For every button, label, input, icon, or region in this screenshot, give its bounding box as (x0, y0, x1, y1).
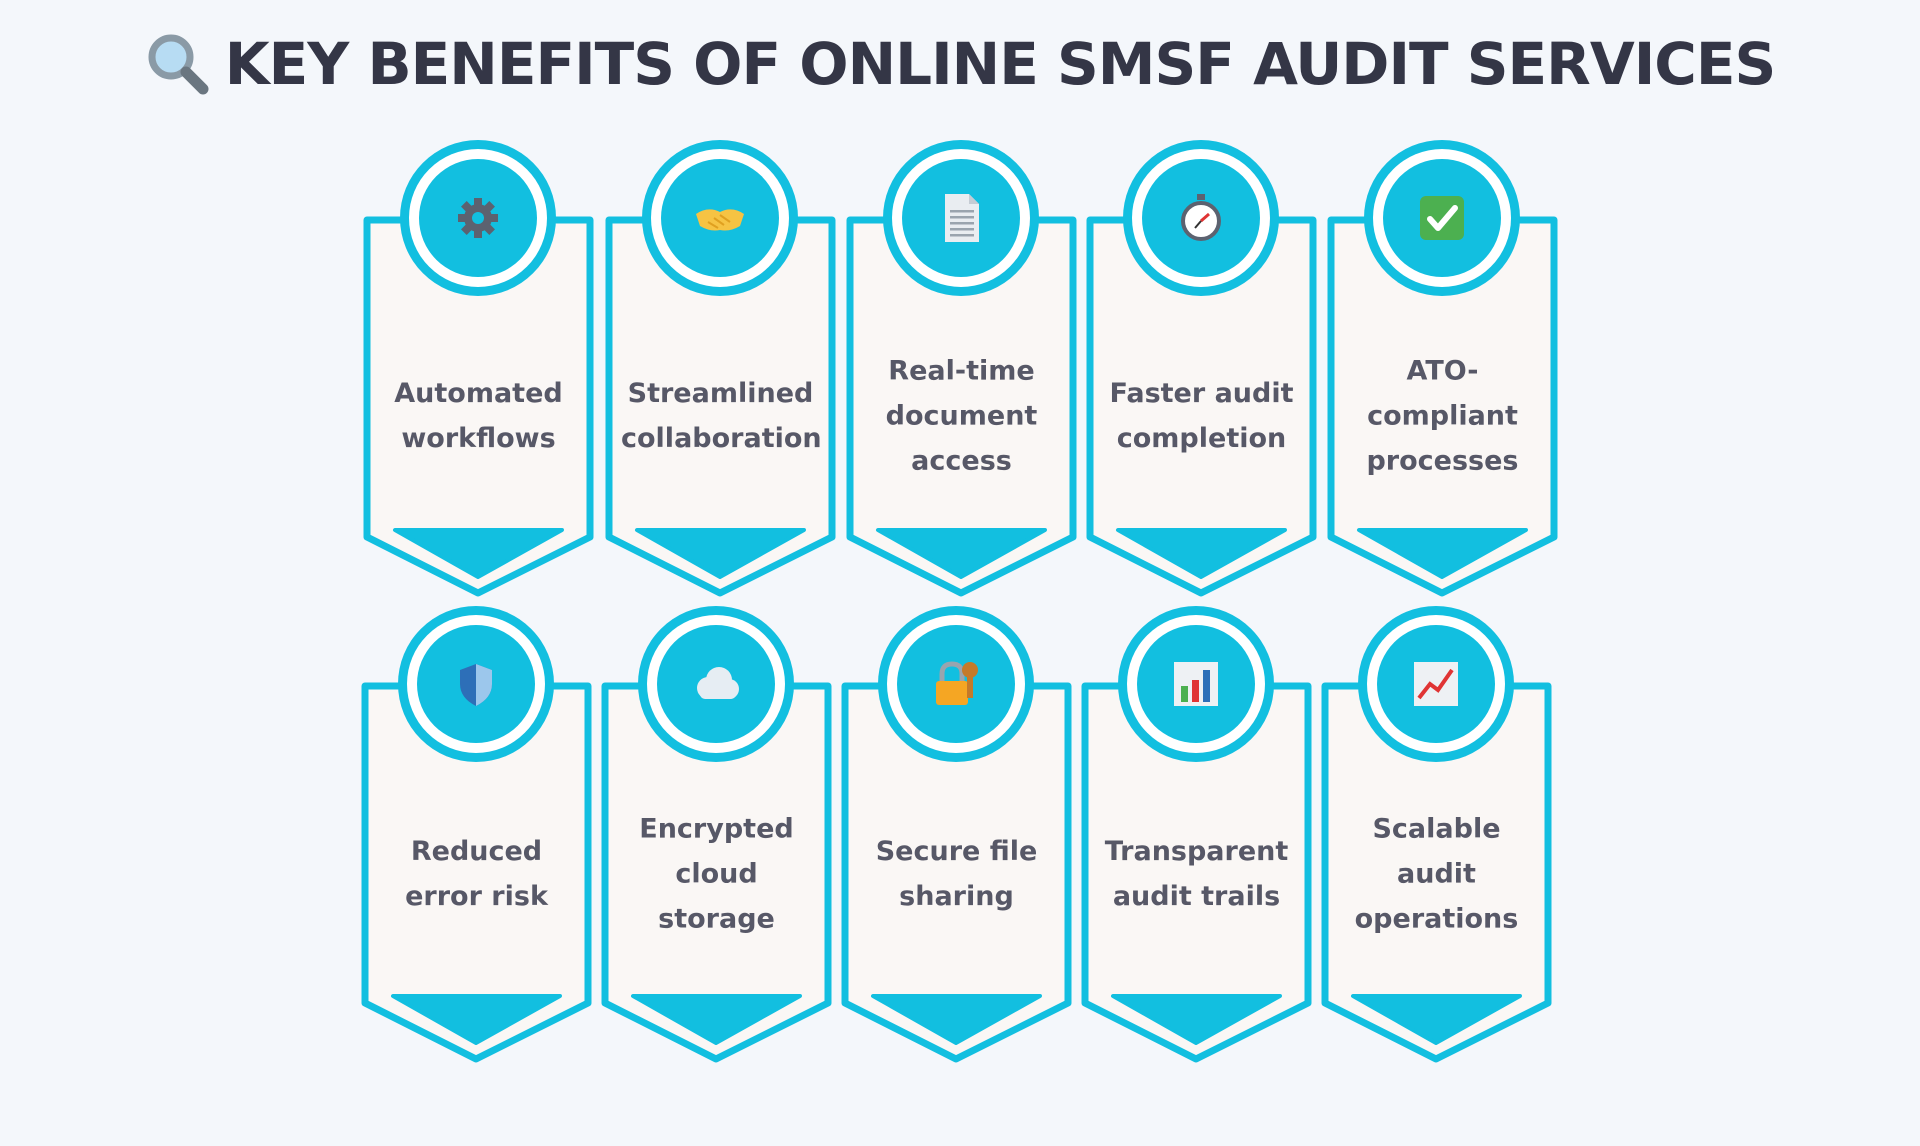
label-line: cloud (675, 858, 758, 890)
label-line: audit trails (1112, 881, 1281, 912)
benefit-label: Reduced error risk (377, 829, 576, 919)
benefit-card: ATO-compliant processes (1327, 140, 1558, 680)
label-line: Automated (394, 378, 563, 409)
arrow-marker (393, 528, 564, 579)
label-line: compliant (1367, 400, 1518, 432)
label-line: audit (1397, 858, 1476, 890)
benefit-card: Transparent audit trails (1081, 606, 1312, 1146)
label-line: storage (658, 903, 775, 935)
label-line: collaboration (621, 423, 822, 454)
label-line: access (911, 445, 1012, 477)
benefit-card: Faster audit completion (1086, 140, 1317, 680)
benefit-card: Encrypted cloud storage (601, 606, 832, 1146)
stopwatch-icon (1181, 194, 1221, 241)
benefit-label: Streamlined collaboration (621, 371, 822, 461)
arrow-marker (635, 528, 806, 579)
magnifier-icon (148, 34, 209, 95)
label-line: error risk (405, 881, 548, 912)
arrow-marker (1351, 994, 1522, 1045)
handshake-icon (696, 209, 744, 231)
label-line: Encrypted (639, 813, 794, 845)
label-line: Reduced (410, 836, 543, 867)
page-title: KEY BENEFITS OF ONLINE SMSF AUDIT SERVIC… (0, 30, 1920, 101)
gear-icon (458, 198, 498, 238)
card-shape (1086, 140, 1317, 597)
benefit-card: Streamlined collaboration (605, 140, 836, 680)
benefit-card: Real-time document access (846, 140, 1077, 680)
label-line: Faster audit (1109, 378, 1294, 409)
arrow-marker (871, 994, 1042, 1045)
arrow-marker (876, 528, 1047, 579)
label-line: Real-time (888, 355, 1035, 387)
cloud-icon (697, 667, 739, 699)
benefit-label: Secure file sharing (857, 829, 1056, 919)
label-line: workflows (401, 423, 556, 454)
label-line: operations (1354, 903, 1519, 935)
benefit-label: Real-time document access (862, 349, 1061, 484)
label-line: Transparent (1104, 836, 1289, 867)
benefit-label: Transparent audit trails (1097, 829, 1296, 919)
arrow-marker (391, 994, 562, 1045)
label-line: Scalable (1372, 813, 1501, 845)
label-line: sharing (899, 881, 1014, 912)
benefit-card: Scalable audit operations (1321, 606, 1552, 1146)
arrow-marker (631, 994, 802, 1045)
label-line: processes (1366, 445, 1519, 477)
label-line: ATO- (1406, 355, 1479, 387)
benefit-card: Automated workflows (363, 140, 594, 680)
trending-chart-icon (1414, 662, 1458, 706)
document-icon (945, 194, 979, 242)
benefit-card: Reduced error risk (361, 606, 592, 1146)
benefit-label: Encrypted cloud storage (617, 807, 816, 942)
check-box-icon (1420, 196, 1464, 240)
benefit-label: ATO-compliant processes (1343, 349, 1542, 484)
shield-icon (460, 664, 492, 706)
label-line: Streamlined (627, 378, 814, 409)
benefit-label: Scalable audit operations (1337, 807, 1536, 942)
benefit-label: Automated workflows (379, 371, 578, 461)
benefit-card: Secure file sharing (841, 606, 1072, 1146)
benefit-label: Faster audit completion (1102, 371, 1301, 461)
title-text: KEY BENEFITS OF ONLINE SMSF AUDIT SERVIC… (224, 30, 1777, 98)
label-line: document (885, 400, 1038, 432)
label-line: Secure file (875, 836, 1038, 867)
arrow-marker (1116, 528, 1287, 579)
bar-chart-icon (1174, 662, 1218, 706)
label-line: completion (1116, 423, 1287, 454)
card-shape (601, 606, 832, 1063)
arrow-marker (1357, 528, 1528, 579)
lock-key-icon (936, 661, 978, 705)
card-shape (846, 140, 1077, 597)
arrow-marker (1111, 994, 1282, 1045)
